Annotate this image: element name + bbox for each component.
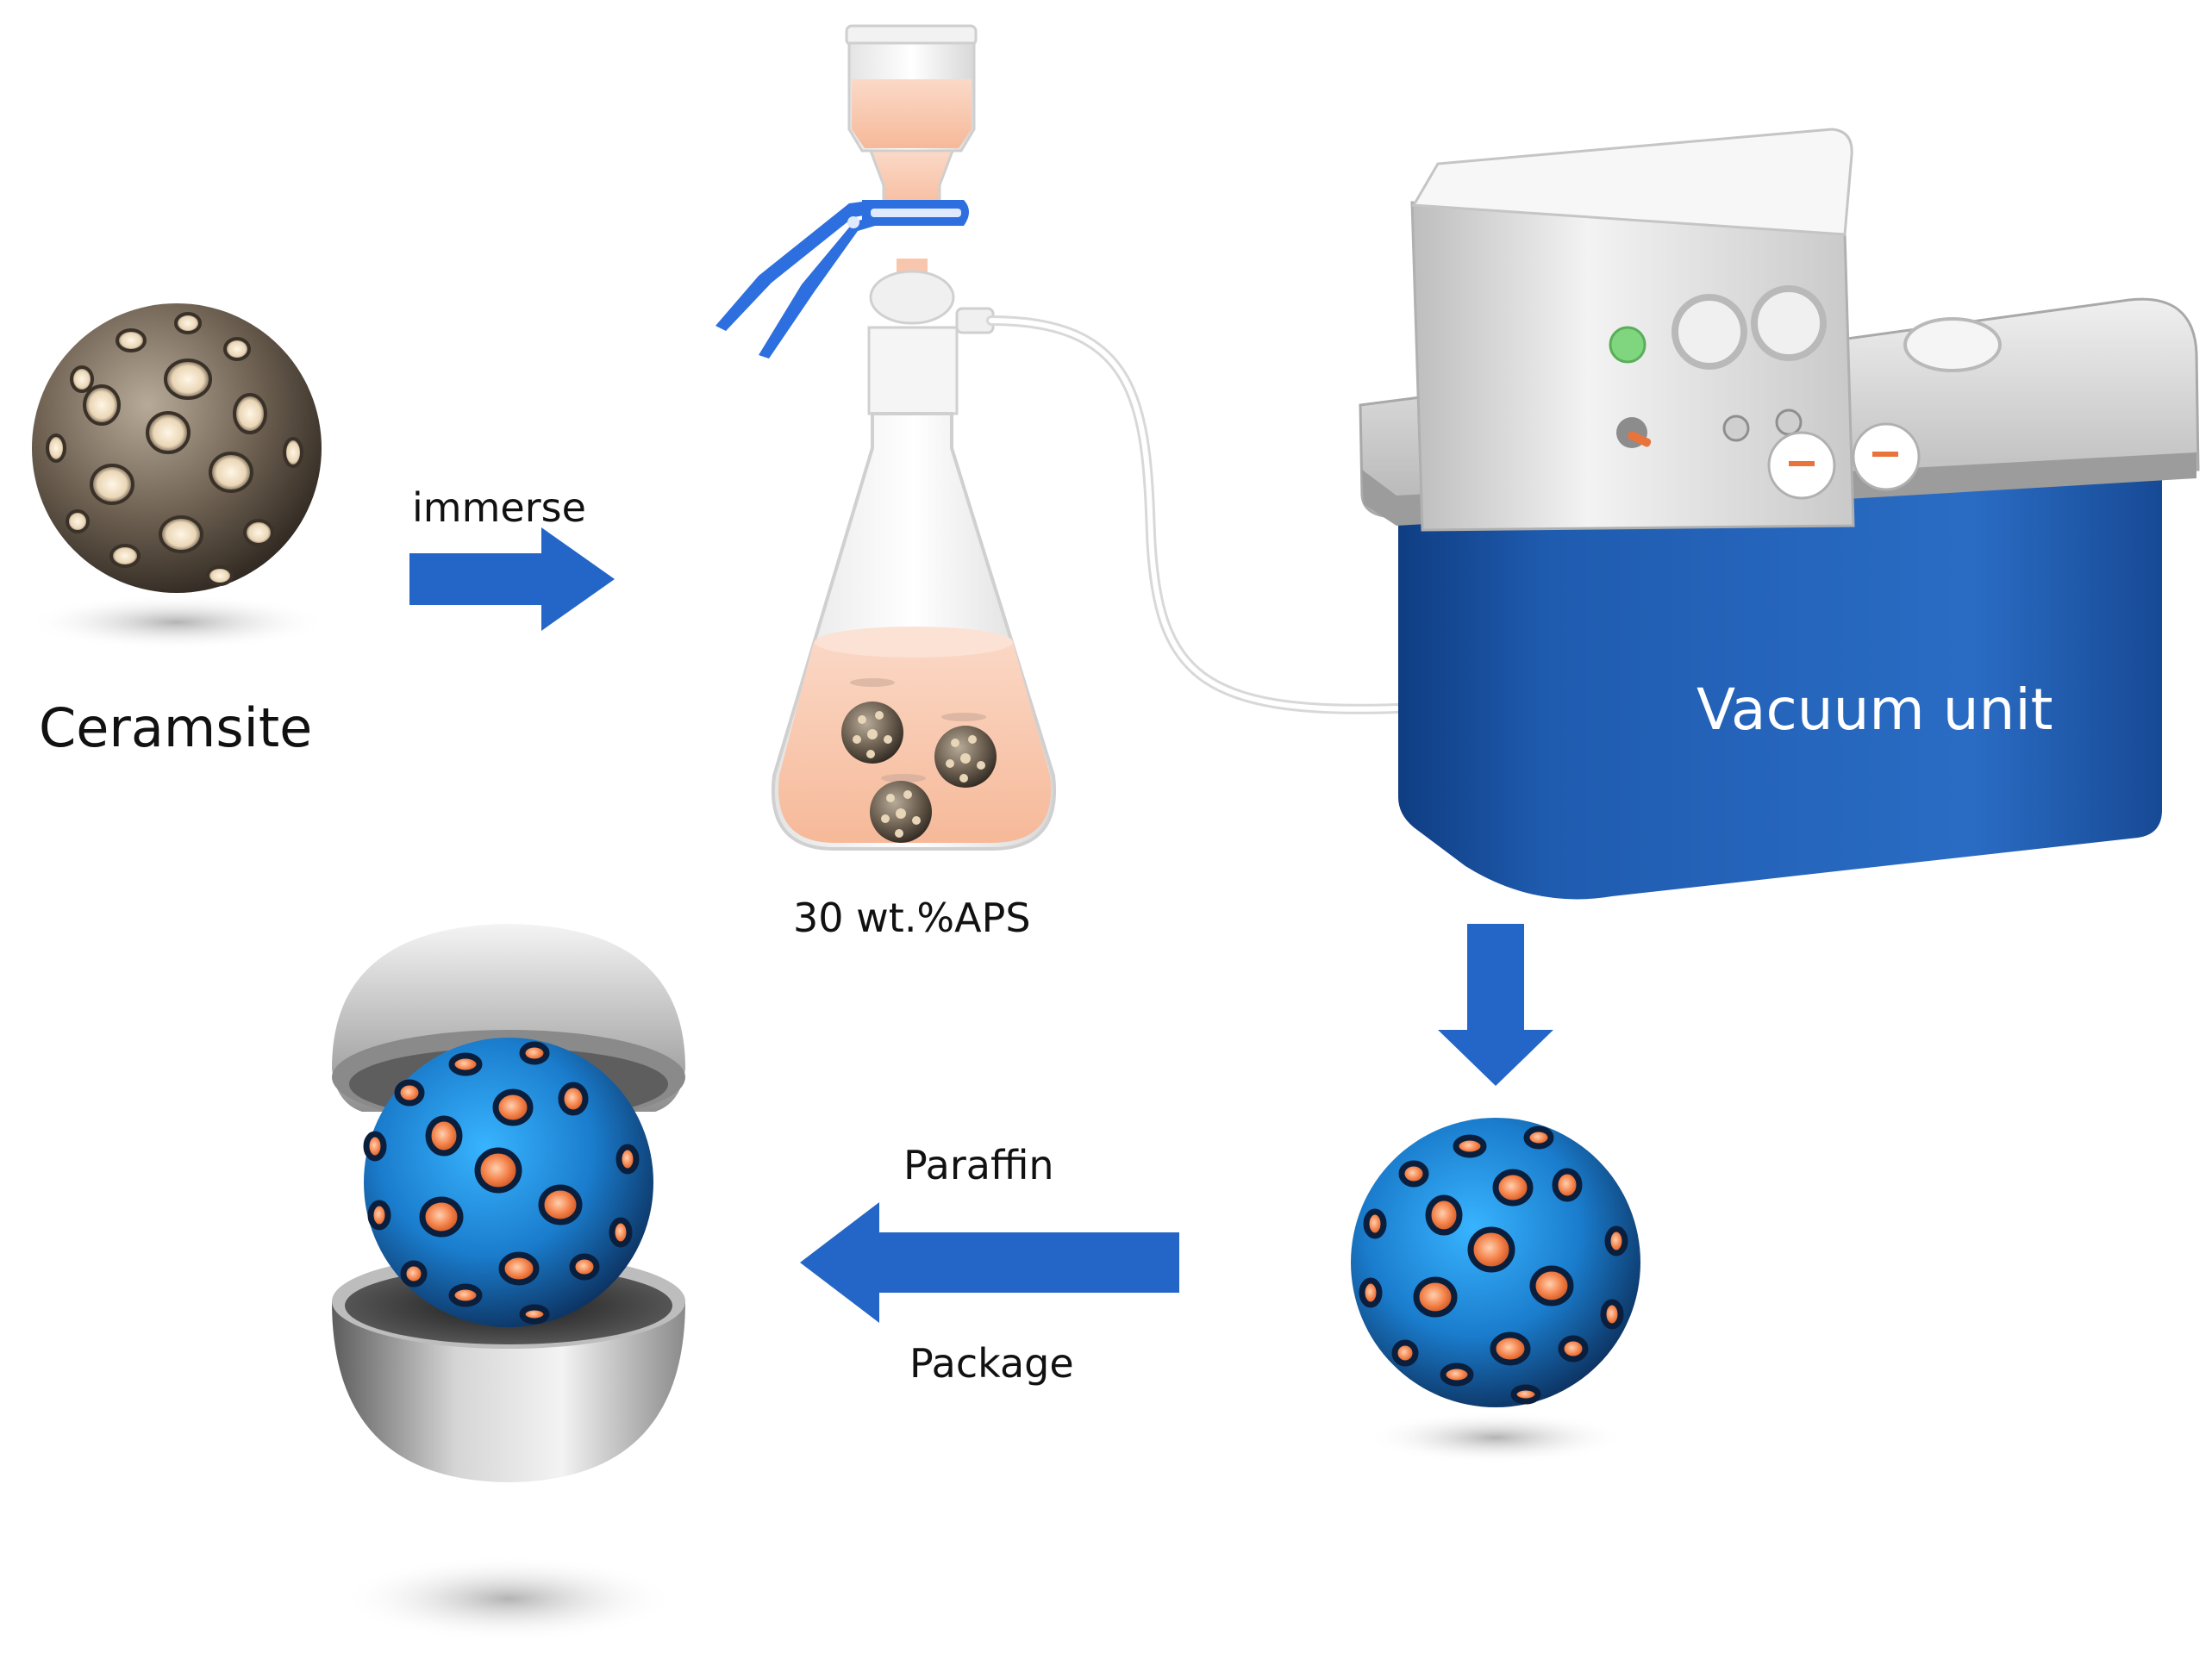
impregnated-sphere-shadow — [1366, 1412, 1625, 1463]
dial-needle-left — [1789, 461, 1815, 466]
immerse-label: immerse — [412, 484, 586, 531]
encapsulated-sphere-pores — [363, 1041, 640, 1325]
funnel-liquid — [852, 79, 972, 148]
lower-shell — [332, 1301, 685, 1482]
paraffin-label: Paraffin — [903, 1142, 1054, 1188]
unit-box-top — [1411, 128, 1853, 236]
port-left — [1722, 415, 1750, 442]
gauge-ring-left — [1671, 294, 1747, 370]
package-label: Package — [909, 1340, 1074, 1387]
flask-ceramsite-spheres — [841, 678, 997, 843]
clamp-handle-upper — [715, 200, 875, 331]
ceramsite-pores — [46, 312, 303, 586]
dial-needle-right — [1872, 452, 1898, 457]
liquid-surface — [815, 627, 1013, 658]
switch-toggle — [1628, 431, 1652, 447]
port-right — [1775, 408, 1803, 436]
vacuum-tube-inner — [989, 318, 1399, 712]
clamp-handle-lower — [759, 215, 875, 359]
immerse-arrow — [409, 527, 615, 631]
stopper — [867, 326, 959, 415]
ceramsite-sphere-group — [26, 303, 328, 650]
ceramsite-shadow — [26, 595, 328, 650]
vacuum-unit-label: Vacuum unit — [1696, 677, 2053, 743]
impregnated-sphere-icon — [1351, 1118, 1640, 1463]
encapsulated-sphere-shadow — [341, 1556, 677, 1642]
gauge-ring-right — [1751, 285, 1827, 361]
funnel-bulb — [869, 270, 955, 325]
vacuum-pump-icon — [1359, 128, 2200, 900]
encapsulated-sphere-icon — [332, 924, 685, 1642]
unit-blue-base — [1398, 448, 2162, 900]
left-arrow — [800, 1202, 1179, 1323]
power-light — [1609, 326, 1647, 364]
suction-flask-icon — [715, 24, 1056, 851]
clamp-pivot — [847, 216, 859, 228]
down-arrow — [1438, 924, 1553, 1086]
clamp-band — [871, 209, 961, 217]
ceramsite-label: Ceramsite — [39, 696, 313, 759]
impregnated-sphere-pores — [1359, 1126, 1628, 1405]
flask-liquid — [778, 631, 1052, 843]
solution-label: 30 wt.%APS — [793, 895, 1031, 941]
tray-handle — [1903, 317, 2002, 372]
